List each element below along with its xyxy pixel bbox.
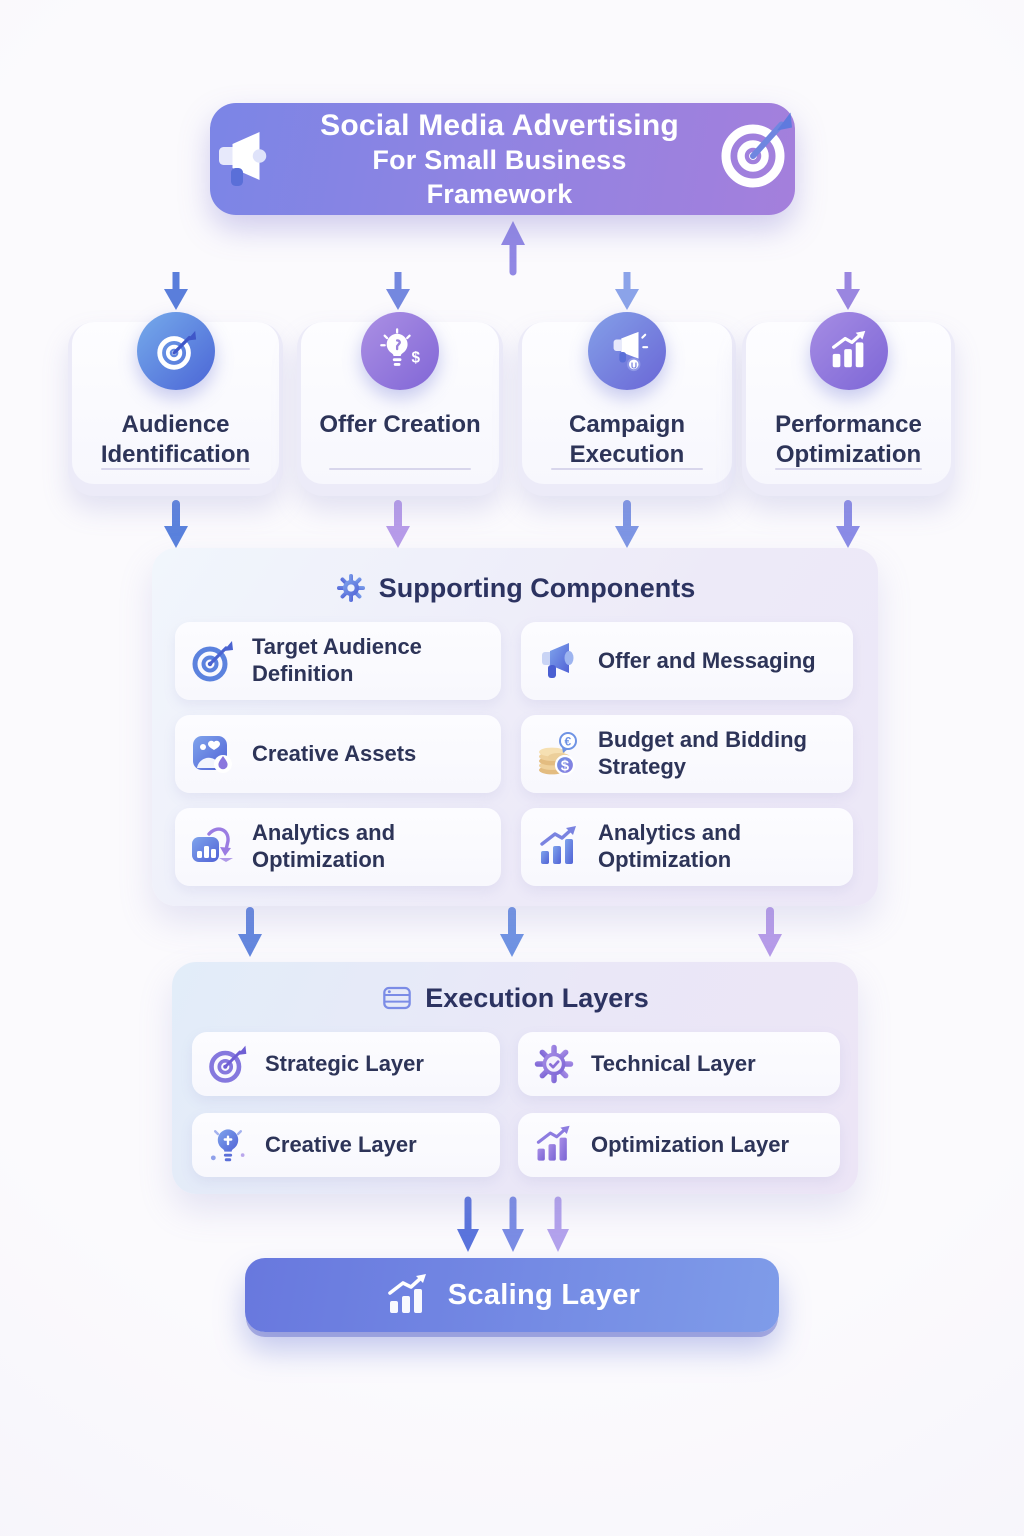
- divider: [100, 468, 250, 470]
- target-dart-icon: [192, 641, 233, 682]
- growth-chart-icon: [536, 1125, 570, 1161]
- card-label: Analytics and Optimization: [252, 820, 396, 872]
- supporting-title: Supporting Components: [378, 572, 696, 603]
- pillar-label: Campaign Execution: [568, 411, 685, 469]
- card-offer-and-messaging: Offer and Messaging: [521, 622, 853, 700]
- header-title-line1: Social Media Advertising: [320, 108, 679, 142]
- card-label: Creative Assets: [252, 740, 417, 766]
- pillar-card: Audience Identification: [72, 312, 279, 484]
- lightbulb-icon: [210, 1129, 245, 1162]
- divider: [551, 468, 703, 470]
- growth-chart-icon: [540, 826, 576, 864]
- svg-text:U: U: [631, 360, 637, 370]
- card-strategic-layer: Strategic Layer: [192, 1032, 500, 1096]
- card-target-audience-definition: Target Audience Definition: [175, 622, 501, 700]
- supporting-title-row: Supporting Components: [152, 548, 878, 604]
- target-dart-icon: [721, 112, 792, 188]
- svg-text:$: $: [412, 350, 421, 367]
- header-title: Social Media Advertising For Small Busin…: [300, 107, 699, 212]
- divider: [774, 468, 923, 470]
- pillar-offer-creation: $ Offer Creation: [297, 312, 503, 496]
- execution-grid: Strategic Layer Technical Layer: [172, 1014, 858, 1177]
- scaling-label: Scaling Layer: [447, 1278, 641, 1311]
- execution-title-row: Execution Layers: [172, 962, 858, 1014]
- target-dart-icon: [136, 312, 215, 390]
- header-title-line2: For Small Business Framework: [372, 145, 627, 209]
- card-analytics-and-optimization-left: Analytics and Optimization: [175, 808, 501, 886]
- svg-text:€: €: [565, 735, 572, 749]
- pillar-performance-optimization: Performance Optimization: [742, 312, 955, 496]
- target-dart-icon: [209, 1045, 247, 1083]
- pillar-label: Performance Optimization: [775, 411, 922, 469]
- pillar-card: Performance Optimization: [746, 312, 951, 484]
- pillar-card: U Campaign Execution: [522, 312, 732, 484]
- card-label: Creative Layer: [265, 1131, 417, 1157]
- card-label: Optimization Layer: [591, 1131, 790, 1157]
- image-asset-icon: [193, 736, 232, 773]
- divider: [328, 468, 472, 470]
- card-label: Budget and Bidding Strategy: [598, 727, 807, 779]
- card-label: Strategic Layer: [265, 1050, 424, 1076]
- pillar-audience-identification: Audience Identification: [68, 312, 283, 496]
- layers-stack-icon: [383, 986, 412, 1010]
- pillar-card: $ Offer Creation: [301, 312, 499, 484]
- coins-currency-icon: € $: [539, 732, 577, 776]
- card-optimization-layer: Optimization Layer: [518, 1113, 840, 1177]
- growth-chart-icon: [387, 1274, 426, 1313]
- card-creative-assets: Creative Assets: [175, 715, 501, 793]
- card-label: Analytics and Optimization: [598, 820, 742, 872]
- execution-title: Execution Layers: [425, 982, 649, 1013]
- pillar-label: Audience Identification: [100, 411, 251, 469]
- megaphone-icon: [219, 132, 267, 186]
- supporting-components-panel: Supporting Components Target Audience De…: [152, 548, 878, 906]
- gear-icon: [336, 574, 365, 602]
- growth-chart-icon: [809, 312, 888, 390]
- header-banner: Social Media Advertising For Small Busin…: [210, 103, 795, 215]
- chart-curve-arrow-icon: [192, 827, 233, 862]
- scaling-layer-banner: Scaling Layer: [245, 1258, 779, 1332]
- card-label: Offer and Messaging: [598, 647, 816, 673]
- megaphone-icon: [542, 643, 574, 678]
- gear-check-icon: [534, 1044, 574, 1084]
- pillar-campaign-execution: U Campaign Execution: [518, 312, 736, 496]
- svg-text:$: $: [561, 758, 570, 775]
- card-analytics-and-optimization-right: Analytics and Optimization: [521, 808, 853, 886]
- lightbulb-dollar-icon: $: [361, 312, 439, 390]
- megaphone-icon: U: [588, 312, 666, 390]
- card-creative-layer: Creative Layer: [192, 1113, 500, 1177]
- execution-layers-panel: Execution Layers Strategic Layer: [172, 962, 858, 1194]
- card-label: Technical Layer: [591, 1050, 756, 1076]
- card-budget-and-bidding-strategy: € $ Budget and Bidding Strategy: [521, 715, 853, 793]
- pillar-label: Offer Creation: [319, 411, 481, 438]
- card-label: Target Audience Definition: [252, 634, 422, 686]
- supporting-grid: Target Audience Definition Offer and Mes…: [152, 604, 878, 886]
- card-technical-layer: Technical Layer: [518, 1032, 840, 1096]
